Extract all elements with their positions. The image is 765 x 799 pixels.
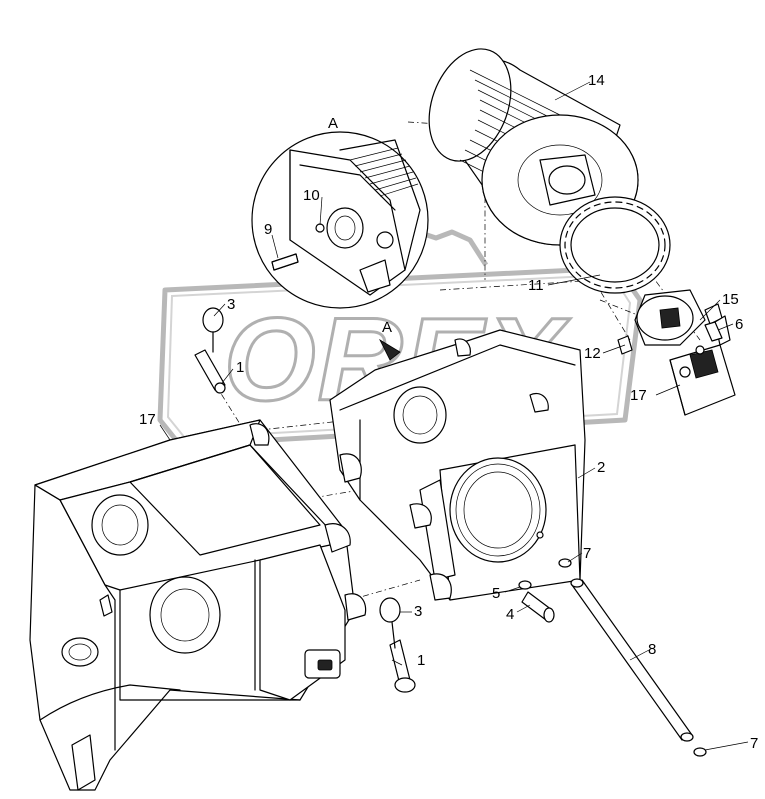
winch-bracket-part-2	[329, 329, 586, 601]
callout-7-bottom: 7	[750, 735, 758, 752]
callout-17: 17	[139, 411, 156, 428]
callout-4: 4	[506, 606, 514, 623]
pin-shaft-part-8	[570, 578, 694, 742]
view-arrow-label: A	[382, 319, 392, 336]
callout-3-top: 3	[227, 296, 235, 313]
callout-2: 2	[597, 459, 605, 476]
detail-view-a	[251, 131, 429, 309]
callout-12: 12	[584, 345, 601, 362]
callout-14: 15	[722, 291, 739, 308]
washer-part-7-top	[558, 558, 572, 568]
callout-7-top: 7	[583, 545, 591, 562]
callout-8: 8	[648, 641, 656, 658]
bolt-part-6	[704, 321, 723, 342]
callout-labels: 14 10 9 11 15 6 12 17 3 1 17 2 7 5 4 8 7…	[139, 72, 758, 752]
pin-part-1-top	[194, 349, 226, 394]
washer-part-5	[518, 580, 532, 590]
bolt-part-9	[271, 253, 299, 271]
brake-valve-part-15	[669, 344, 736, 416]
clip-part-3-bottom	[379, 597, 401, 649]
callout-5: 5	[492, 585, 500, 602]
callout-3-bottom: 3	[414, 603, 422, 620]
callout-10: 10	[303, 187, 320, 204]
callout-13: 14	[588, 72, 605, 89]
callout-6: 6	[735, 316, 743, 333]
callout-15: 17	[630, 387, 647, 404]
callout-1-top: 1	[236, 359, 244, 376]
pin-part-1-bottom	[389, 639, 416, 693]
detail-view-label: A	[328, 115, 338, 132]
bolt-part-4	[521, 591, 555, 623]
callout-11: 11	[528, 277, 544, 294]
washer-part-7-bottom	[693, 747, 707, 757]
callout-9: 9	[264, 221, 272, 238]
clip-part-3-top	[202, 307, 224, 353]
gear-ring-part-11	[559, 196, 671, 294]
callout-1-bottom: 1	[417, 652, 425, 669]
main-frame-part-17	[29, 419, 367, 791]
view-arrow-a: A	[379, 319, 401, 361]
leader-lines	[159, 81, 749, 751]
